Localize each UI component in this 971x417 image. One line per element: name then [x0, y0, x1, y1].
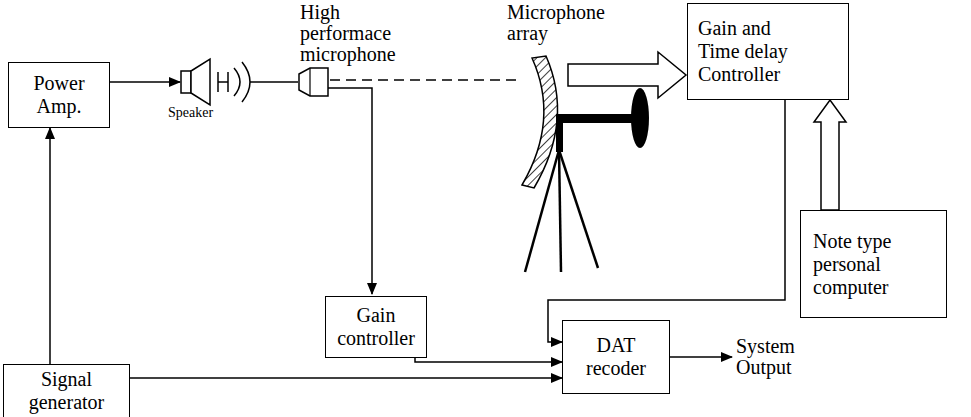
tripod-leg	[559, 150, 598, 268]
box-text: Note type personal computer	[813, 230, 916, 299]
recorder-box: DAT recoder	[562, 320, 670, 394]
amp-to-speaker-wire	[108, 81, 180, 83]
text-group: Gain and Time delay Controller	[698, 17, 808, 86]
sound-axis	[250, 81, 298, 83]
mount-rod	[556, 114, 632, 123]
box-text: Signal generator	[8, 368, 125, 414]
amplifier-box: Power Amp.	[8, 62, 110, 128]
part-label: System Output	[736, 336, 826, 378]
connector	[130, 377, 562, 379]
sound-path	[330, 79, 520, 81]
tripod-post	[556, 118, 563, 152]
speaker-magnet	[181, 71, 191, 93]
signal-bus-arrow	[568, 52, 686, 98]
sound-bar	[218, 81, 228, 83]
delay-controller-box: Gain and Time delay Controller	[687, 3, 849, 100]
gain-controller-box: Gain controller	[325, 296, 427, 358]
speaker-cone	[191, 59, 210, 105]
box-text: Gain controller	[330, 304, 422, 350]
generator-box: Signal generator	[3, 364, 130, 417]
microphone-symbol	[299, 68, 328, 96]
box-text: DAT recoder	[567, 334, 665, 380]
connector	[415, 358, 562, 362]
tripod-leg	[559, 150, 561, 272]
sound-wave	[234, 68, 240, 96]
part-label: Microphone array	[507, 2, 647, 44]
sound-wave	[242, 62, 250, 102]
connector	[548, 100, 785, 342]
computer-box: Note type personal computer	[800, 210, 947, 318]
microphone-wire	[328, 88, 372, 294]
tripod-leg	[525, 150, 559, 272]
text-group: Gain controller	[330, 304, 422, 350]
microphone-symbol	[309, 68, 310, 96]
connector	[814, 100, 846, 210]
sound-bar	[227, 72, 229, 92]
microphone-array	[522, 56, 558, 188]
text-group: Note type personal computer	[813, 230, 916, 299]
box-text: Gain and Time delay Controller	[698, 17, 808, 86]
counterweight	[631, 88, 649, 148]
text-group: Signal generator	[8, 368, 125, 414]
text-group: DAT recoder	[567, 334, 665, 380]
part-label: Speaker	[168, 106, 248, 121]
output-wire	[668, 356, 732, 358]
text-group: Power Amp.	[13, 72, 105, 118]
connector	[49, 128, 51, 364]
part-label: High performace microphone	[300, 2, 430, 65]
box-text: Power Amp.	[13, 72, 105, 118]
